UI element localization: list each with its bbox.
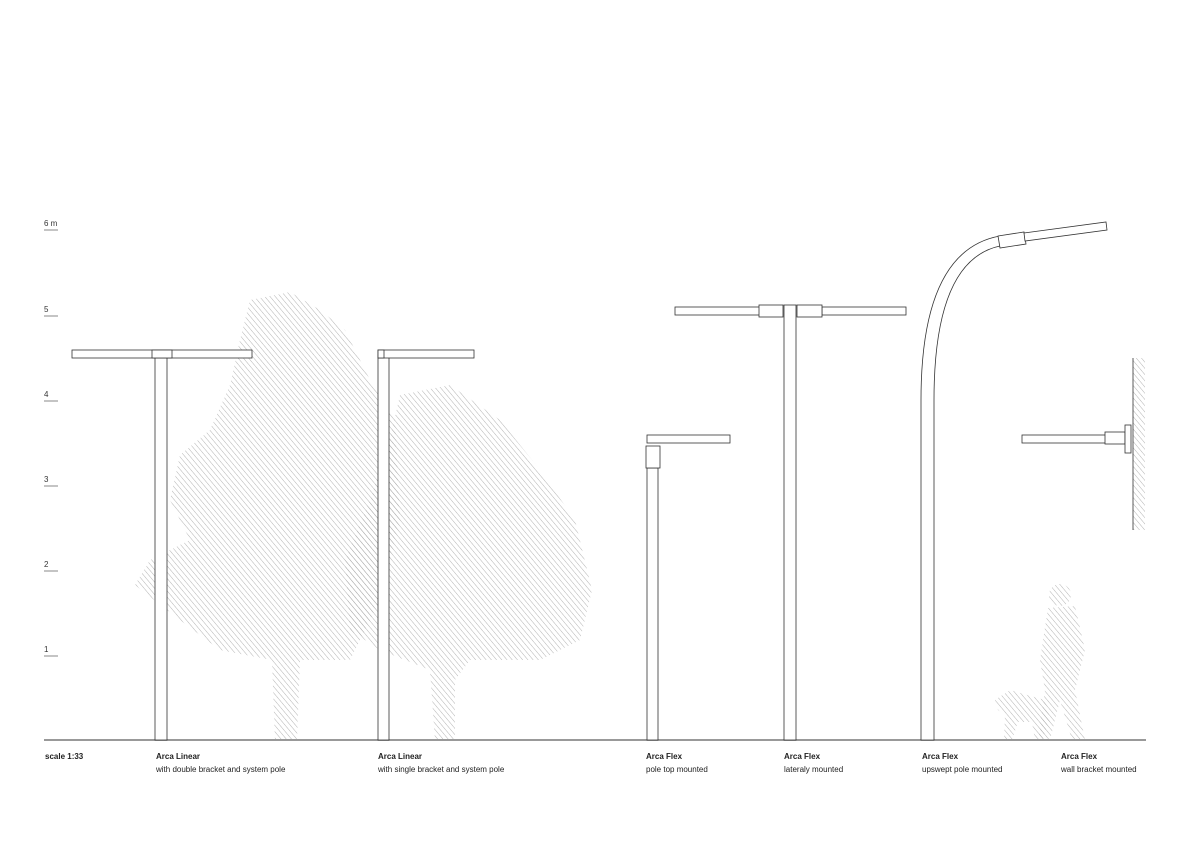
tree-small [345, 385, 592, 740]
caption-4: Arca Flex lateraly mounted [784, 750, 843, 776]
wall [1132, 358, 1145, 530]
product-desc: wall bracket mounted [1061, 765, 1137, 774]
product-name: Arca Flex [1061, 752, 1098, 761]
product-desc: lateraly mounted [784, 765, 844, 774]
scale-tick-1: 1 [44, 645, 49, 654]
lamp-arca-flex-wall [1021, 424, 1132, 454]
caption-5: Arca Flex upswept pole mounted [922, 750, 1003, 776]
product-name: Arca Linear [156, 752, 201, 761]
product-name: Arca Flex [646, 752, 683, 761]
product-name: Arca Linear [378, 752, 423, 761]
product-desc: upswept pole mounted [922, 765, 1003, 774]
product-name: Arca Flex [922, 752, 959, 761]
scale-label: scale 1:33 [45, 752, 84, 761]
scale-tick-2: 2 [44, 560, 49, 569]
person-silhouette [1038, 584, 1085, 740]
lamp-arca-flex-lateral [674, 304, 907, 741]
lamp-arca-flex-upswept [920, 221, 1108, 741]
lamp-arca-linear-single [377, 349, 475, 741]
scale-tick-6: 6 m [44, 219, 58, 228]
lamp-arca-flex-pole-top [645, 434, 731, 741]
scale-tick-4: 4 [44, 390, 49, 399]
scale-tick-3: 3 [44, 475, 49, 484]
caption-1: Arca Linear with double bracket and syste… [156, 750, 285, 776]
scale-tick-5: 5 [44, 305, 49, 314]
scale-ticks [44, 229, 58, 657]
product-desc: with double bracket and system pole [156, 765, 286, 774]
product-desc: pole top mounted [646, 765, 708, 774]
product-desc: with single bracket and system pole [378, 765, 505, 774]
caption-6: Arca Flex wall bracket mounted [1061, 750, 1137, 776]
tree-large [135, 292, 400, 740]
dog-silhouette [995, 690, 1050, 740]
product-name: Arca Flex [784, 752, 821, 761]
caption-2: Arca Linear with single bracket and syste… [378, 750, 504, 776]
caption-3: Arca Flex pole top mounted [646, 750, 708, 776]
lamp-arca-linear-double [71, 349, 253, 741]
